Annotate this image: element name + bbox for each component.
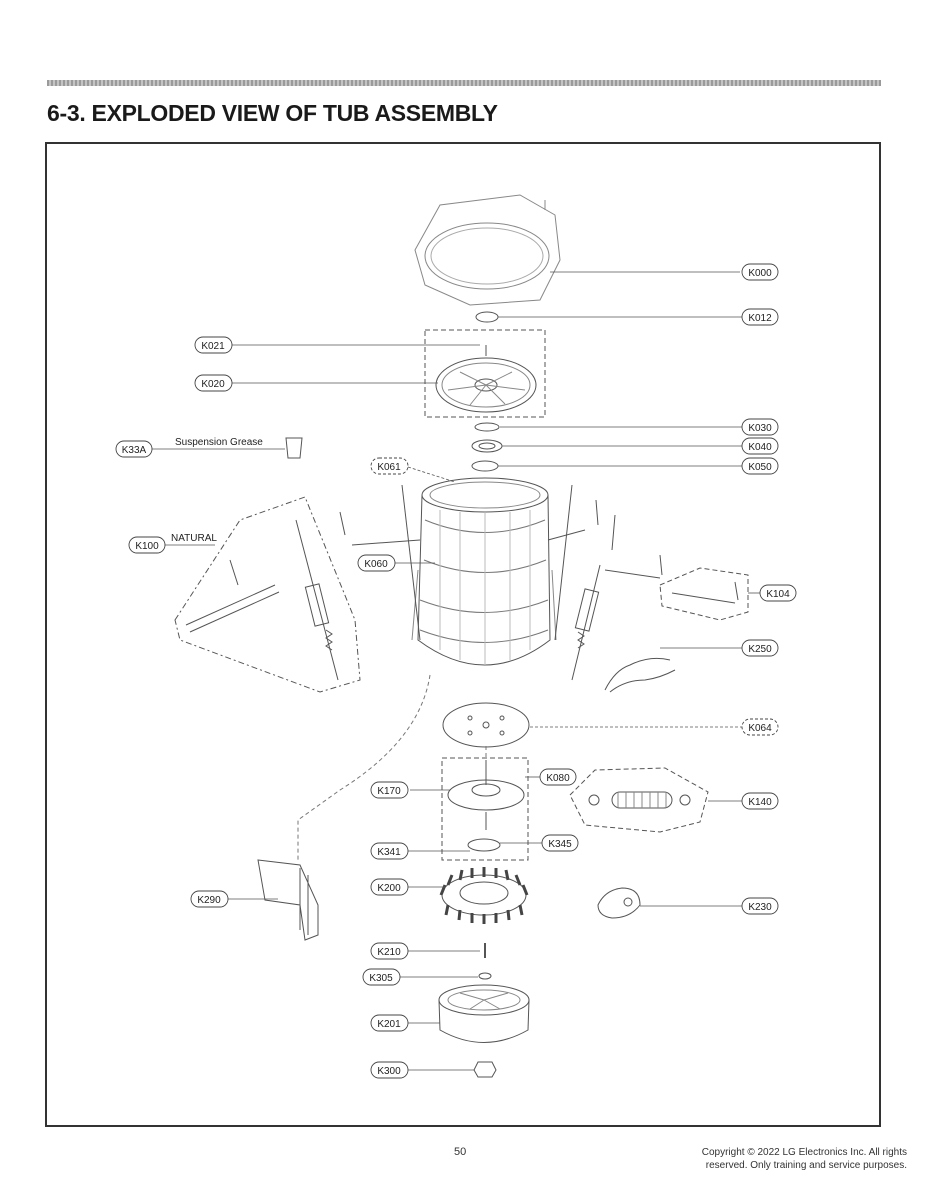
clutch-assembly-part [447, 760, 525, 852]
label-k000: K000 [748, 268, 772, 279]
label-k341: K341 [377, 847, 401, 858]
hose-group-box [569, 767, 709, 833]
label-k300: K300 [377, 1066, 401, 1077]
label-k064: K064 [748, 723, 772, 734]
label-k250: K250 [748, 644, 772, 655]
ring-k050 [471, 460, 499, 472]
suspension-bar-k104 [671, 592, 736, 604]
drain-hose-part [588, 791, 691, 809]
suspension-left-box [174, 496, 361, 693]
label-k230: K230 [748, 902, 772, 913]
diagram-frame [45, 142, 881, 1127]
label-k021: K021 [201, 341, 225, 352]
plate-k064-part [442, 702, 530, 748]
label-k080: K080 [546, 773, 570, 784]
label-k210: K210 [377, 947, 401, 958]
label-k305: K305 [369, 973, 393, 984]
label-k104: K104 [766, 589, 790, 600]
washer-k305-part [478, 972, 492, 980]
label-k140: K140 [748, 797, 772, 808]
grease-tube [285, 437, 303, 459]
label-k061: K061 [377, 462, 401, 473]
page-title: 6-3. EXPLODED VIEW OF TUB ASSEMBLY [47, 100, 498, 126]
sensor-k230-part [597, 887, 641, 919]
ring-k030 [474, 422, 500, 432]
page-number: 50 [454, 1146, 467, 1158]
label-k200: K200 [377, 883, 401, 894]
label-k050: K050 [748, 462, 772, 473]
label-natural: NATURAL [171, 533, 217, 544]
pulsator-group-box [424, 329, 546, 418]
header-rule [47, 80, 881, 86]
label-k100: K100 [135, 541, 159, 552]
label-k060: K060 [364, 559, 388, 570]
label-k345: K345 [548, 839, 572, 850]
label-k201: K201 [377, 1019, 401, 1030]
rotor-part [438, 984, 530, 1043]
label-k012: K012 [748, 313, 772, 324]
cap-part [475, 311, 499, 323]
clutch-group-box [441, 757, 529, 861]
pulsator-part [435, 345, 537, 413]
label-k030: K030 [748, 423, 772, 434]
suspension-rod-center [339, 484, 616, 641]
nut-k300-part [473, 1061, 497, 1078]
label-k020: K020 [201, 379, 225, 390]
tub-cover-part [414, 194, 561, 306]
copyright-notice: Copyright © 2022 LG Electronics Inc. All… [702, 1146, 907, 1172]
stator-part [439, 867, 529, 924]
label-k33a: K33A [122, 445, 147, 456]
copyright-line-2: reserved. Only training and service purp… [705, 1160, 907, 1171]
label-k040: K040 [748, 442, 772, 453]
wire-harness-part [604, 657, 676, 693]
label-k170: K170 [377, 786, 401, 797]
bracket-k290-part [257, 859, 319, 941]
leader-lines [152, 271, 760, 1071]
callout-pills [115, 263, 797, 1079]
label-suspension-grease: Suspension Grease [175, 437, 263, 448]
suspension-rod-left [185, 519, 339, 681]
suspension-right-box [659, 567, 749, 621]
bearing-k040 [471, 439, 503, 453]
wash-tub-part [411, 477, 557, 666]
label-k290: K290 [197, 895, 221, 906]
suspension-rod-right [571, 554, 663, 681]
copyright-line-1: Copyright © 2022 LG Electronics Inc. All… [701, 1147, 907, 1158]
